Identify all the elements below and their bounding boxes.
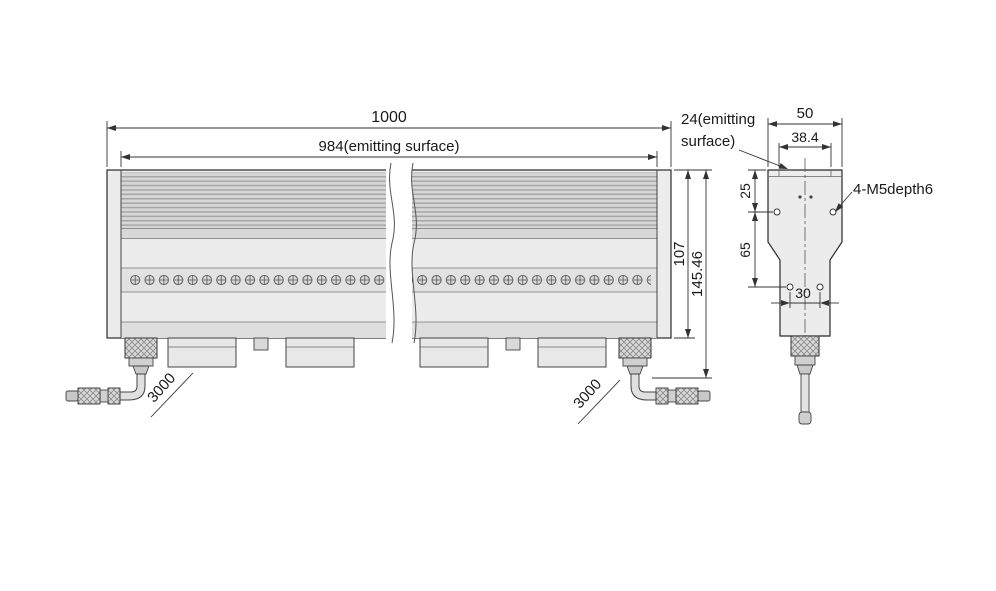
cable-left	[65, 337, 158, 405]
connector-tip-left	[65, 390, 79, 402]
top-dot-right	[809, 195, 813, 199]
dim-side-width: 50	[767, 105, 843, 167]
dim-top-to-hole-label: 25	[737, 183, 753, 199]
dim-body-height-label: 107	[671, 241, 688, 266]
connector-barrel-right	[675, 387, 699, 405]
bracket-3	[419, 337, 489, 368]
dim-hole-rows-spacing: 65	[737, 212, 786, 288]
dim-bottom-holes-spacing-label: 30	[795, 285, 811, 301]
dim-emitting-width-label: 984(emitting surface)	[319, 138, 460, 155]
screw-holes-callout-label: 4-M5depth6	[853, 181, 933, 198]
emitting-callout-line2: surface)	[681, 133, 735, 150]
cable-gland-nut-right	[618, 337, 652, 359]
screw-hole-bottom-left	[786, 283, 794, 291]
screw-hole-top-left	[773, 208, 781, 216]
bracket-1	[167, 337, 237, 368]
bracket-2	[285, 337, 355, 368]
dim-window-width: 38.4	[778, 129, 832, 167]
screw-holes-callout: 4-M5depth6	[835, 181, 933, 212]
cable-length-left-label: 3000	[144, 370, 179, 406]
connector-tip-right	[697, 390, 711, 402]
connector-ring2-left	[99, 389, 109, 403]
cable-right	[618, 337, 711, 405]
dim-window-width-label: 38.4	[791, 129, 818, 145]
dim-emitting-width: 984(emitting surface)	[120, 138, 658, 167]
connector-ring-right	[655, 387, 669, 405]
connector-ring2-right	[667, 389, 677, 403]
mounting-brackets	[167, 337, 607, 368]
cable-length-left: 3000	[144, 370, 194, 418]
dim-side-width-label: 50	[797, 105, 814, 122]
bracket-4	[537, 337, 607, 368]
cable-gland-collar-left	[128, 357, 154, 367]
dim-total-height: 145.46	[652, 170, 712, 379]
dim-overall-width-label: 1000	[371, 109, 407, 126]
dim-overall-width: 1000	[106, 109, 672, 167]
connector-ring-left	[107, 387, 121, 405]
side-cable-plug	[798, 411, 812, 425]
break-line-left	[389, 162, 395, 344]
dim-total-height-label: 145.46	[689, 251, 706, 297]
side-gland-collar	[794, 355, 816, 366]
mounting-tab-right	[505, 337, 521, 351]
side-gland-taper	[796, 364, 814, 375]
cable-elbow-left	[119, 373, 146, 401]
dim-bottom-holes-spacing: 30	[771, 285, 839, 308]
dim-top-to-hole: 25	[737, 169, 773, 213]
emitting-surface-callout: 24(emitting surface)	[681, 111, 788, 169]
cable-gland-taper-left	[132, 365, 150, 375]
side-gland-nut	[790, 335, 820, 357]
screw-hole-bottom-right	[816, 283, 824, 291]
dim-hole-rows-spacing-label: 65	[737, 242, 753, 258]
screw-hole-top-right	[829, 208, 837, 216]
cable-gland-taper-right	[626, 365, 644, 375]
dim-body-height: 107	[671, 169, 712, 339]
cable-length-right-label: 3000	[570, 376, 605, 412]
break-line-right	[411, 162, 417, 344]
cable-gland-nut-left	[124, 337, 158, 359]
connector-barrel-left	[77, 387, 101, 405]
mounting-tab-left	[253, 337, 269, 351]
side-cable	[790, 335, 820, 425]
emitting-callout-line1: 24(emitting	[681, 111, 755, 128]
cable-gland-collar-right	[622, 357, 648, 367]
top-dot-left	[798, 195, 802, 199]
side-view: 50 38.4 24(emitting surface) 4-M5depth6	[681, 105, 933, 425]
front-view: 1000 984(emitting surface) 107 145.4	[65, 109, 712, 425]
cable-length-right: 3000	[570, 376, 621, 425]
side-cable-wire	[800, 373, 810, 413]
